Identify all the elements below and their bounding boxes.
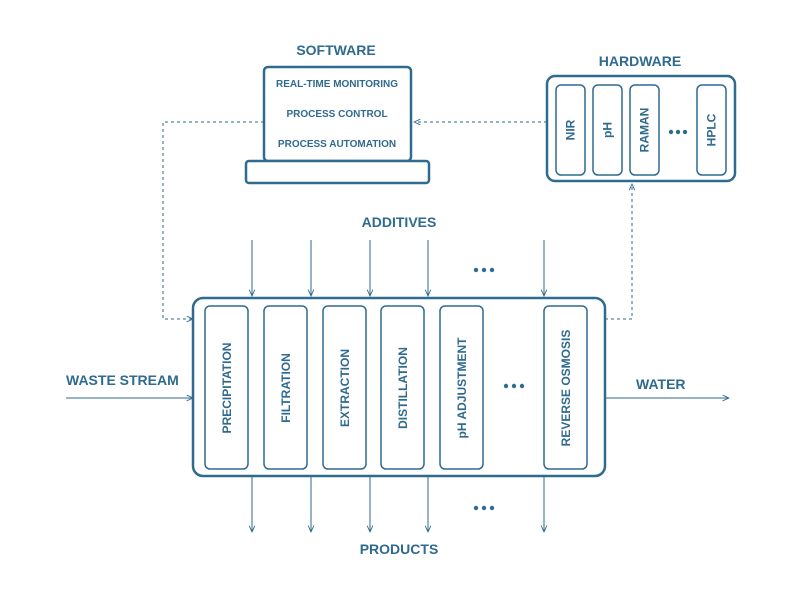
process-reverse-osmosis [543, 305, 588, 470]
water-label: WATER [636, 376, 686, 392]
sensor-nir-label: NIR [564, 119, 578, 140]
software-to-process-arrow [162, 121, 264, 319]
products-ellipsis-icon [473, 505, 495, 511]
waste-stream-label: WASTE STREAM [66, 372, 179, 388]
sensor-nir [555, 84, 586, 176]
process-distillation [380, 305, 425, 470]
process-reverse-osmosis-label: REVERSE OSMOSIS [559, 330, 573, 447]
software-item-control: PROCESS CONTROL [286, 109, 387, 120]
process-ph-adjustment-label: pH ADJUSTMENT [455, 337, 469, 439]
process-extraction [322, 305, 367, 470]
process-ellipsis-icon [503, 383, 525, 389]
process-precipitation-label: PRECIPITATION [220, 343, 234, 434]
process-precipitation [204, 305, 249, 470]
process-extraction-label: EXTRACTION [338, 349, 352, 427]
hardware-ellipsis-icon [668, 129, 688, 135]
process-filtration-label: FILTRATION [279, 353, 293, 423]
products-label: PRODUCTS [360, 541, 439, 557]
process-to-hardware-arrow [605, 184, 632, 320]
sensor-hplc-label: HPLC [705, 113, 719, 146]
hardware-title: HARDWARE [599, 53, 681, 69]
sensor-raman [629, 84, 660, 176]
software-title: SOFTWARE [296, 42, 375, 58]
software-item-monitoring: REAL-TIME MONITORING [276, 79, 398, 90]
process-distillation-label: DISTILLATION [396, 347, 410, 429]
software-base [244, 159, 431, 185]
sensor-ph-label: pH [601, 122, 615, 138]
process-filtration [263, 305, 308, 470]
process-ph-adjustment [439, 305, 484, 470]
additives-label: ADDITIVES [362, 214, 437, 230]
sensor-ph [592, 84, 623, 176]
software-item-automation: PROCESS AUTOMATION [278, 139, 396, 150]
sensor-raman-label: RAMAN [638, 108, 652, 153]
additives-ellipsis-icon [473, 267, 495, 273]
sensor-hplc [696, 84, 727, 176]
